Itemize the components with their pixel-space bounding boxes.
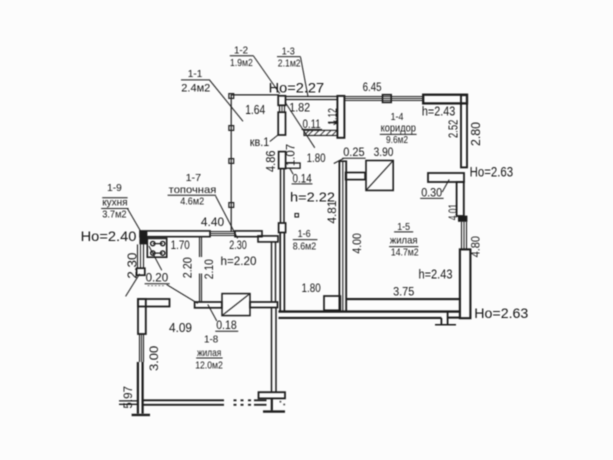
svg-text:2.52: 2.52 [447,120,461,138]
svg-text:1.80: 1.80 [307,151,326,165]
svg-text:кв.1: кв.1 [250,137,269,149]
svg-text:топочная: топочная [169,184,217,196]
svg-text:h=2.43: h=2.43 [422,104,455,118]
svg-text:1.64: 1.64 [245,103,265,117]
svg-text:4.6м2: 4.6м2 [180,196,204,208]
svg-text:12.0м2: 12.0м2 [195,360,223,372]
svg-text:3.00: 3.00 [147,345,161,371]
svg-text:1-8: 1-8 [204,334,218,346]
svg-text:0.30: 0.30 [421,187,442,199]
svg-text:1.07: 1.07 [284,144,298,166]
svg-text:2.80: 2.80 [469,122,483,146]
svg-text:коридор: коридор [381,123,416,135]
svg-text:1.82: 1.82 [289,101,310,115]
svg-text:4.01: 4.01 [448,204,460,221]
svg-text:1-6: 1-6 [298,229,311,240]
svg-text:8.6м2: 8.6м2 [293,241,317,253]
svg-text:9.6м2: 9.6м2 [386,134,408,146]
svg-text:2.1м2: 2.1м2 [278,58,301,70]
svg-text:h=2.43: h=2.43 [419,268,453,282]
svg-text:2.30: 2.30 [126,253,140,279]
svg-text:1-9: 1-9 [107,183,122,194]
svg-text:жилая: жилая [197,347,221,359]
svg-text:Но=2.27: Но=2.27 [269,80,325,96]
svg-text:h=2.20: h=2.20 [221,254,257,268]
svg-text:1.70: 1.70 [171,238,190,252]
svg-text:0.18: 0.18 [216,320,237,332]
svg-text:жилая: жилая [390,235,418,247]
svg-text:6.45: 6.45 [363,80,382,94]
svg-text:5.97: 5.97 [121,386,135,409]
svg-text:1.9м2: 1.9м2 [230,57,253,69]
svg-text:3.90: 3.90 [374,145,394,159]
svg-text:1.12: 1.12 [326,108,340,125]
svg-text:14.7м2: 14.7м2 [391,246,419,258]
svg-text:4.80: 4.80 [469,236,483,258]
svg-text:4.40: 4.40 [201,215,225,229]
svg-text:1.80: 1.80 [302,281,321,295]
svg-text:1-7: 1-7 [186,172,202,184]
svg-text:4.00: 4.00 [350,233,364,254]
svg-text:3.75: 3.75 [393,285,414,299]
svg-text:4.09: 4.09 [169,321,192,335]
svg-text:0.20: 0.20 [146,273,169,285]
svg-text:1-4: 1-4 [391,112,404,123]
svg-text:1-2: 1-2 [234,46,248,57]
svg-text:0.11: 0.11 [303,119,321,131]
svg-text:4.86: 4.86 [264,150,278,172]
svg-text:2.30: 2.30 [229,238,247,252]
svg-text:1-1: 1-1 [188,68,203,80]
svg-text:1-5: 1-5 [397,222,410,233]
svg-text:1-3: 1-3 [282,46,295,57]
svg-text:Но=2.63: Но=2.63 [470,164,513,179]
svg-text:2.20: 2.20 [181,257,195,278]
svg-text:0.25: 0.25 [343,145,365,159]
svg-text:3.7м2: 3.7м2 [102,208,127,220]
svg-text:Но=2.40: Но=2.40 [81,229,137,244]
svg-text:2.4м2: 2.4м2 [181,82,210,94]
svg-text:кухня: кухня [102,197,127,209]
svg-text:Но=2.63: Но=2.63 [474,306,528,321]
svg-text:0.14: 0.14 [293,173,313,185]
svg-text:2.10: 2.10 [202,259,216,279]
svg-text:4.81: 4.81 [325,200,339,223]
svg-text:h=2.22: h=2.22 [290,191,335,205]
